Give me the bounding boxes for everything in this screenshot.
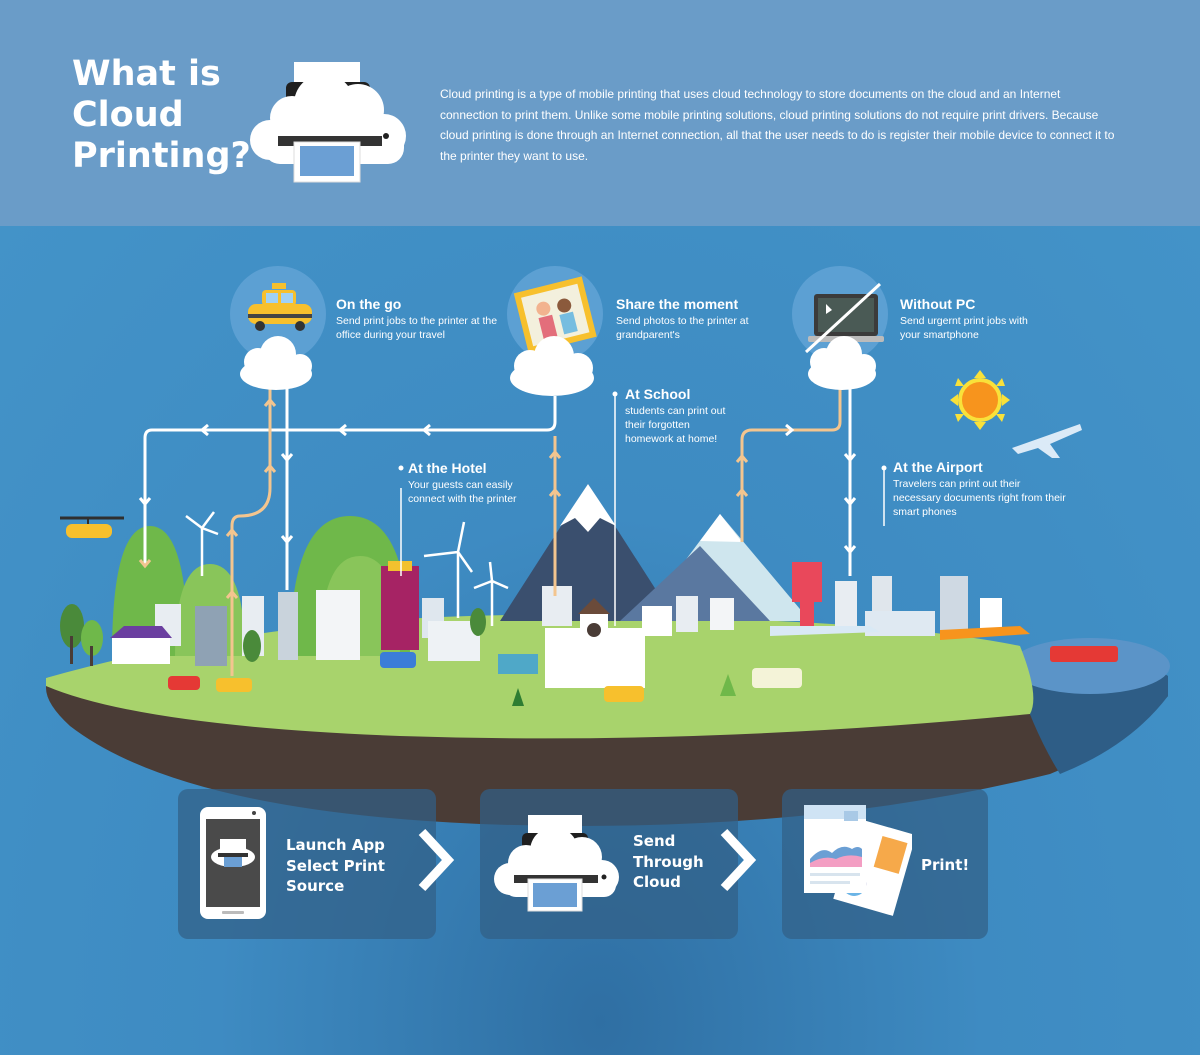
callout-description: Send print jobs to the printer at the of…	[336, 315, 498, 341]
cloud-icon	[510, 336, 594, 396]
airplane-icon	[1012, 424, 1082, 458]
callout-title: On the go	[336, 296, 402, 312]
header-banner: What is Cloud Printing? Cloud printing i…	[0, 0, 1200, 226]
cloud-printer-icon	[494, 815, 619, 912]
callout-title: Share the moment	[616, 296, 739, 312]
callout-at-school: At School students can print out their f…	[625, 386, 740, 446]
callout-pins	[398, 391, 887, 471]
vehicles	[168, 626, 1118, 702]
page-title: What is Cloud Printing?	[72, 54, 251, 176]
callout-description: Travelers can print out their necessary …	[893, 478, 1066, 518]
wind-turbines	[185, 511, 509, 626]
chevron-right-icon	[720, 828, 757, 892]
floating-island-scene	[46, 266, 1170, 826]
callout-title: Without PC	[900, 296, 976, 312]
callout-description: students can print out their forgotten h…	[625, 405, 726, 445]
callout-title: At the Airport	[893, 459, 983, 475]
cloud-icon	[808, 336, 876, 390]
callout-title: At School	[625, 386, 691, 402]
step-label: Launch App Select Print Source	[286, 836, 385, 895]
step-send-through-cloud: Send Through Cloud	[480, 789, 738, 939]
step-label: Print!	[921, 856, 970, 874]
cloud-icon	[240, 336, 312, 390]
cloud-printer-icon	[250, 62, 406, 183]
smartphone-printer-icon	[200, 807, 266, 919]
taxi-bubble	[230, 266, 326, 362]
flow-arrowheads	[138, 397, 857, 599]
helicopter-icon	[60, 516, 124, 538]
callout-on-the-go: On the go Send print jobs to the printer…	[336, 296, 511, 342]
callout-description: Send photos to the printer at grandparen…	[616, 315, 749, 341]
intro-paragraph: Cloud printing is a type of mobile print…	[440, 87, 1115, 163]
chevron-right-icon	[418, 828, 455, 892]
callout-at-the-airport: At the Airport Travelers can print out t…	[893, 459, 1068, 519]
step-label: Send Through Cloud	[633, 832, 704, 891]
callout-at-the-hotel: At the Hotel Your guests can easily conn…	[408, 460, 543, 506]
cloud-connection-lines	[143, 376, 885, 676]
photo-bubble	[507, 266, 603, 362]
callout-description: Send urgernt print jobs with your smartp…	[900, 315, 1028, 341]
callout-title: At the Hotel	[408, 460, 487, 476]
step-print: Print!	[782, 789, 988, 939]
callout-without-pc: Without PC Send urgernt print jobs with …	[900, 296, 1035, 342]
callout-description: Your guests can easily connect with the …	[408, 479, 517, 505]
trees	[60, 604, 736, 706]
sun-icon	[950, 370, 1010, 430]
printed-documents-icon	[804, 805, 912, 916]
callout-share-the-moment: Share the moment Send photos to the prin…	[616, 296, 776, 342]
step-launch-app: Launch App Select Print Source	[178, 789, 436, 939]
